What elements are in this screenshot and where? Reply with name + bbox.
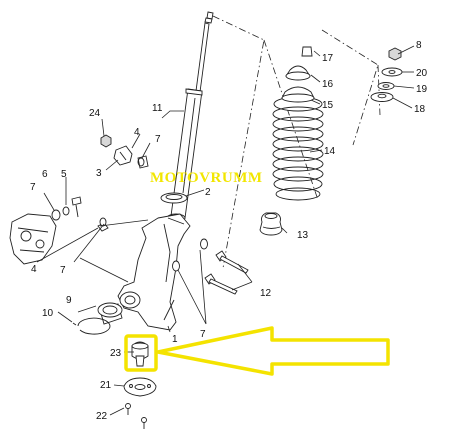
- callout-14: 14: [324, 146, 336, 157]
- callout-16: 16: [322, 79, 334, 90]
- callout-5: 5: [61, 169, 67, 180]
- callout-1: 1: [172, 334, 178, 345]
- callout-7: 7: [200, 329, 206, 340]
- callout-15: 15: [322, 100, 334, 111]
- callout-2: 2: [205, 187, 211, 198]
- part-plate-screws: [125, 403, 147, 429]
- callout-19: 19: [416, 84, 428, 95]
- part-ball-joint: [131, 341, 149, 367]
- part-washers-knuckle: [172, 238, 208, 272]
- callout-12: 12: [260, 288, 272, 299]
- callout-7: 7: [155, 134, 161, 145]
- part-top-nut-washers: [370, 47, 403, 102]
- part-top-mount-stack: [281, 46, 315, 103]
- callout-18: 18: [414, 104, 426, 115]
- part-brake-caliper: [9, 213, 57, 265]
- callout-numbers: 1 2 3 4 4 5 6 7 7 7 7 8 9 10 11 12 13 14…: [30, 40, 428, 422]
- part-steering-knuckle: [117, 213, 191, 331]
- callout-24: 24: [89, 108, 101, 119]
- part-circlip: [72, 317, 111, 335]
- part-bump-stop: [259, 212, 283, 236]
- callout-22: 22: [96, 411, 108, 422]
- callout-7: 7: [30, 182, 36, 193]
- callout-10: 10: [42, 308, 54, 319]
- callout-23: 23: [110, 348, 122, 359]
- assembly-axis-lines: [212, 15, 381, 269]
- part-left-hardware: [51, 196, 109, 232]
- part-coil-spring: [272, 96, 324, 201]
- callout-9: 9: [66, 295, 72, 306]
- highlight-arrow: [124, 326, 390, 376]
- callout-8: 8: [416, 40, 422, 51]
- callout-7: 7: [60, 265, 66, 276]
- callout-leader-lines: [36, 45, 415, 416]
- part-shock-absorber: [166, 11, 214, 223]
- callout-20: 20: [416, 68, 428, 79]
- callout-3: 3: [96, 168, 102, 179]
- part-wheel-bearing: [97, 302, 123, 325]
- callout-11: 11: [152, 103, 163, 114]
- callout-21: 21: [100, 380, 112, 391]
- part-dust-seal: [160, 192, 188, 204]
- part-upper-bracket: [100, 134, 149, 169]
- callout-17: 17: [322, 53, 334, 64]
- callout-4: 4: [31, 264, 37, 275]
- callout-4: 4: [134, 127, 140, 138]
- callout-6: 6: [42, 169, 48, 180]
- part-bolts: [204, 250, 249, 295]
- callout-13: 13: [297, 230, 309, 241]
- watermark-text: MOTOVRUMM: [150, 170, 263, 186]
- part-mounting-plate: [123, 377, 157, 397]
